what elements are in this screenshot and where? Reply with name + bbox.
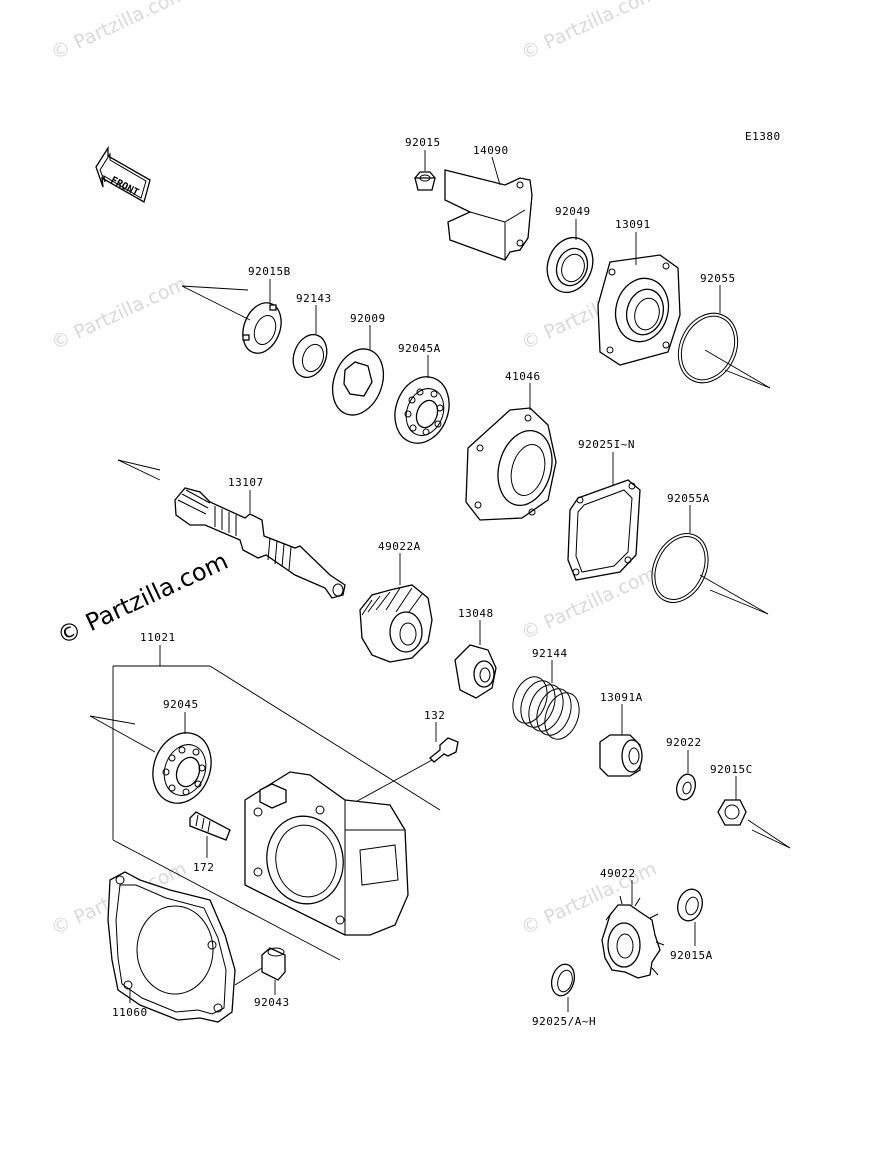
dowel-pin-172 <box>189 811 231 841</box>
gear-49022 <box>601 895 665 979</box>
o-ring-92055A <box>651 533 709 603</box>
part-label-92043: 92043 <box>254 996 290 1009</box>
housing-13091 <box>597 254 681 366</box>
diagram-code: E1380 <box>745 130 781 143</box>
collar-13091A <box>599 734 643 777</box>
part-label-92015: 92015 <box>405 136 441 149</box>
bracket-14090 <box>444 169 533 261</box>
part-label-92045A: 92045A <box>398 342 441 355</box>
watermark: © Partzilla.com <box>48 273 190 355</box>
part-label-92022: 92022 <box>666 736 702 749</box>
front-arrow-icon: FRONT <box>95 145 151 203</box>
bearing-92045A <box>394 376 450 444</box>
collar-92143 <box>292 333 328 379</box>
shaft-13107 <box>174 487 346 599</box>
part-label-11060: 11060 <box>112 1006 148 1019</box>
part-label-92015B: 92015B <box>248 265 291 278</box>
collar-92009 <box>331 348 385 416</box>
gasket-11060 <box>107 871 236 1023</box>
watermarks: © Partzilla.com © Partzilla.com © Partzi… <box>48 0 660 940</box>
part-label-132: 132 <box>424 709 445 722</box>
coupling-13048 <box>454 644 497 699</box>
gasket-92025IN <box>567 479 641 581</box>
nut-92015C <box>717 799 747 826</box>
part-label-92045: 92045 <box>163 698 199 711</box>
part-label-14090: 14090 <box>473 144 509 157</box>
oil-seal-92049 <box>546 236 594 294</box>
part-label-92025AH: 92025/A~H <box>532 1015 596 1028</box>
shim-92025AH <box>550 963 576 997</box>
part-label-92055A: 92055A <box>667 492 710 505</box>
part-label-92144: 92144 <box>532 647 568 660</box>
washer-92022 <box>676 773 696 801</box>
part-label-92009: 92009 <box>350 312 386 325</box>
part-label-41046: 41046 <box>505 370 541 383</box>
part-label-92025IN: 92025I~N <box>578 438 635 451</box>
part-label-92049: 92049 <box>555 205 591 218</box>
part-label-13091: 13091 <box>615 218 651 231</box>
part-label-49022: 49022 <box>600 867 636 880</box>
o-ring-92055 <box>677 312 739 384</box>
nut-92015A <box>677 888 703 922</box>
housing-41046 <box>465 407 557 521</box>
part-label-92055: 92055 <box>700 272 736 285</box>
part-label-92015A: 92015A <box>670 949 713 962</box>
part-label-172: 172 <box>193 861 214 874</box>
nut-92015 <box>414 171 436 191</box>
pin-92043 <box>261 947 286 981</box>
nut-92015B <box>242 302 282 354</box>
part-label-13107: 13107 <box>228 476 264 489</box>
bolt-132 <box>429 737 459 763</box>
part-label-13048: 13048 <box>458 607 494 620</box>
part-label-11021: 11021 <box>140 631 176 644</box>
case-11021 <box>244 771 409 936</box>
part-label-92015C: 92015C <box>710 763 753 776</box>
watermark: © Partzilla.com <box>518 0 660 65</box>
part-label-13091A: 13091A <box>600 691 643 704</box>
part-label-92143: 92143 <box>296 292 332 305</box>
bevel-gear-49022A <box>359 584 433 663</box>
bearing-92045 <box>152 732 212 804</box>
spring-92144 <box>512 676 580 740</box>
watermark: © Partzilla.com <box>48 0 190 65</box>
part-label-49022A: 49022A <box>378 540 421 553</box>
